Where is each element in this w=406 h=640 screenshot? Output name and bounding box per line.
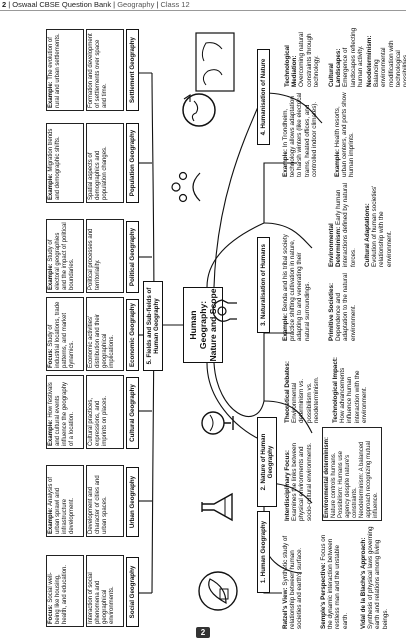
vidal-approach: Vidal de la Blache's Approach: Synthesis… bbox=[360, 525, 389, 629]
cultural-landscapes: Cultural Landscapes: Emergence of landsc… bbox=[328, 23, 364, 87]
class-name: Class 12 bbox=[160, 0, 190, 9]
vidal-text: Synthesis of physical laws governing ear… bbox=[367, 526, 389, 629]
humanisation-example: Example: In Trondheim, technology allows… bbox=[282, 91, 318, 177]
economic-geography-box-2: Focus: Study of industrial locations, tr… bbox=[46, 297, 84, 371]
social-box-1-text: Interaction of social phenomena and geog… bbox=[88, 572, 115, 624]
cultural-geography-box-1: Cultural practices, expressions, and imp… bbox=[86, 375, 124, 449]
settlement-geography-box-1: Formation and development of settlements… bbox=[86, 29, 124, 111]
cultural-box-2-bold: Example: bbox=[48, 419, 54, 446]
naturalisation-branch-label: 3. Naturalisation of Humans bbox=[257, 237, 271, 333]
social-geography-label: Social Geography bbox=[126, 557, 140, 627]
environmental-determinism: Environmental Determinism: Early human i… bbox=[328, 183, 357, 267]
technological-mediation: Technological Mediation: Overcoming natu… bbox=[284, 23, 320, 87]
social-geography-box-1: Interaction of social phenomena and geog… bbox=[86, 555, 124, 627]
technological-impact-text: How advancements influence human interac… bbox=[339, 367, 368, 423]
theoretical-text: Environmental determinism vs. possibilis… bbox=[291, 376, 320, 423]
population-geography-label: Population Geography bbox=[126, 123, 140, 203]
chemistry-flask-icon bbox=[201, 492, 233, 522]
vidal-bold: Vidal de la Blache's Approach: bbox=[360, 537, 367, 629]
possibilism-text: Possibilism: Humans use agency despite n… bbox=[338, 450, 358, 518]
neodeterminism-text: Neodeterminism: A balanced approach reco… bbox=[359, 440, 379, 518]
semple-perspective: Semple's Perspective: Focus on the dynam… bbox=[320, 529, 349, 629]
primitive-societies: Primitive Societies: Dependence and adap… bbox=[328, 269, 357, 341]
fields-branch-label: 5. Fields and Sub-fields of Human Geogra… bbox=[143, 281, 164, 371]
urban-box-2-bold: Example: bbox=[48, 507, 54, 534]
determinism-text: Nature controls humans. bbox=[331, 452, 337, 518]
settlement-box-2-bold: Example: bbox=[48, 81, 54, 108]
cultural-adaptations: Cultural Adaptations: Evolution of human… bbox=[364, 183, 393, 267]
population-box-2-bold: Example: bbox=[48, 173, 54, 200]
book-title: Oswaal CBSE Question Bank bbox=[12, 0, 112, 9]
ratzel-bold: Ratzel's View: bbox=[282, 587, 289, 629]
determinism-box: Environmental determinism: Nature contro… bbox=[322, 427, 382, 521]
cultural-geography-box-2: Example: How festivals and cultural even… bbox=[46, 375, 84, 449]
cultural-landscapes-bold: Cultural Landscapes: bbox=[328, 48, 343, 88]
urban-geography-box-1: Development and character of cities and … bbox=[86, 465, 124, 537]
cultural-landscapes-text: Emergence of landscapes reflecting human… bbox=[342, 27, 364, 87]
settlement-geography-label: Settlement Geography bbox=[126, 29, 140, 111]
economic-geography-box-1: Economic activities' distribution and th… bbox=[86, 297, 124, 371]
interdisciplinary-text: Examines the links between physical envi… bbox=[291, 442, 313, 521]
urban-box-1-text: Development and character of cities and … bbox=[88, 475, 108, 534]
cultural-adapt-text: Evolution of human societies' relationsh… bbox=[371, 185, 393, 267]
social-box-2-bold: Focus: bbox=[48, 604, 54, 624]
naturalisation-example-bold: Example: bbox=[282, 313, 289, 341]
settlement-box-1-text: Formation and development of settlements… bbox=[88, 33, 108, 108]
mediation-text: Overcoming natural constraints through t… bbox=[298, 32, 320, 87]
interdisciplinary-focus: Interdisciplinary Focus: Examines the li… bbox=[284, 429, 313, 521]
neodeterminism-note-text: Balancing environmental modification wit… bbox=[373, 40, 406, 87]
neodeterminism-bold: Neodeterminism: bbox=[366, 35, 373, 87]
env-det-bold: Environmental Determinism: bbox=[328, 223, 343, 267]
running-header: 2 | Oswaal CBSE Question Bank | Geograph… bbox=[0, 0, 406, 11]
humanisation-branch-label: 4. Humanisation of Nature bbox=[257, 49, 271, 145]
political-geography-label: Political Geography bbox=[126, 221, 140, 293]
economic-box-1-text: Economic activities' distribution and th… bbox=[88, 313, 115, 368]
technological-impact: Technological Impact: How advancements i… bbox=[332, 347, 368, 423]
primitive-text: Dependence and adaptation to the natural… bbox=[335, 273, 357, 341]
cultural-adapt-bold: Cultural Adaptations: bbox=[364, 203, 371, 267]
primitive-bold: Primitive Societies: bbox=[328, 282, 335, 341]
humanisation-example-2-bold: Example: bbox=[334, 149, 341, 177]
population-geography-box-2: Example: Migration trends and demographi… bbox=[46, 123, 84, 203]
world-map-icon bbox=[195, 32, 235, 92]
population-box-1-text: Spatial aspects of demographics and popu… bbox=[88, 146, 108, 200]
head-with-gears-icon bbox=[212, 299, 237, 322]
cultural-box-1-text: Cultural practices, expressions, and imp… bbox=[88, 395, 108, 446]
population-geography-box-1: Spatial aspects of demographics and popu… bbox=[86, 123, 124, 203]
political-geography-box-1: Political processes and territoriality. bbox=[86, 219, 124, 293]
neodeterminism-note: Neodeterminism: Balancing environmental … bbox=[366, 23, 406, 87]
interdisciplinary-bold: Interdisciplinary Focus: bbox=[284, 449, 291, 521]
subject-name: Geography bbox=[117, 0, 155, 9]
theoretical-bold: Theoretical Debates: bbox=[284, 361, 291, 423]
economic-geography-label: Economic Geography bbox=[126, 299, 140, 371]
cultural-geography-label: Cultural Geography bbox=[126, 377, 140, 449]
header-text: 2 | Oswaal CBSE Question Bank | Geograph… bbox=[2, 0, 190, 9]
page-number: 2 bbox=[196, 627, 210, 638]
humanisation-example-2: Example: Health resorts, urban centers, … bbox=[334, 91, 356, 177]
mind-map: Human Geography: Nature and Scope 5. Fie… bbox=[2, 19, 406, 633]
human-geography-branch-label: 1. Human Geography bbox=[257, 511, 271, 593]
humanisation-example-bold: Example: bbox=[282, 149, 289, 177]
political-box-1-text: Political processes and territoriality. bbox=[88, 228, 101, 290]
social-geography-box-2: Focus: Social well-being like housing, h… bbox=[46, 555, 84, 627]
team-icon bbox=[171, 171, 201, 203]
ecology-icon bbox=[198, 571, 238, 611]
globe-on-stand-icon bbox=[201, 411, 234, 435]
urban-geography-label: Urban Geography bbox=[126, 467, 140, 537]
political-box-2-bold: Example: bbox=[48, 263, 54, 290]
naturalisation-example: Example: Benda and his tribal society pr… bbox=[282, 233, 311, 341]
economic-box-2-bold: Focus: bbox=[48, 348, 54, 368]
technological-impact-bold: Technological Impact: bbox=[332, 356, 339, 423]
ratzel-view: Ratzel's View: Synthetic study of relati… bbox=[282, 529, 304, 629]
political-geography-box-2: Example: Study of electoral geographies … bbox=[46, 219, 84, 293]
nature-branch-label: 2. Nature of Human Geography bbox=[257, 417, 278, 507]
semple-bold: Semple's Perspective: bbox=[320, 562, 327, 629]
theoretical-debates: Theoretical Debates: Environmental deter… bbox=[284, 353, 320, 423]
globe-with-recycle-arrows-icon bbox=[182, 93, 216, 127]
settlement-geography-box-2: Example: The evolution of rural and urba… bbox=[46, 29, 84, 111]
determinism-title: Environmental determinism: bbox=[324, 436, 330, 518]
urban-geography-box-2: Example: Analysis of urban sprawl and in… bbox=[46, 465, 84, 537]
mediation-bold: Technological Mediation: bbox=[284, 45, 299, 87]
